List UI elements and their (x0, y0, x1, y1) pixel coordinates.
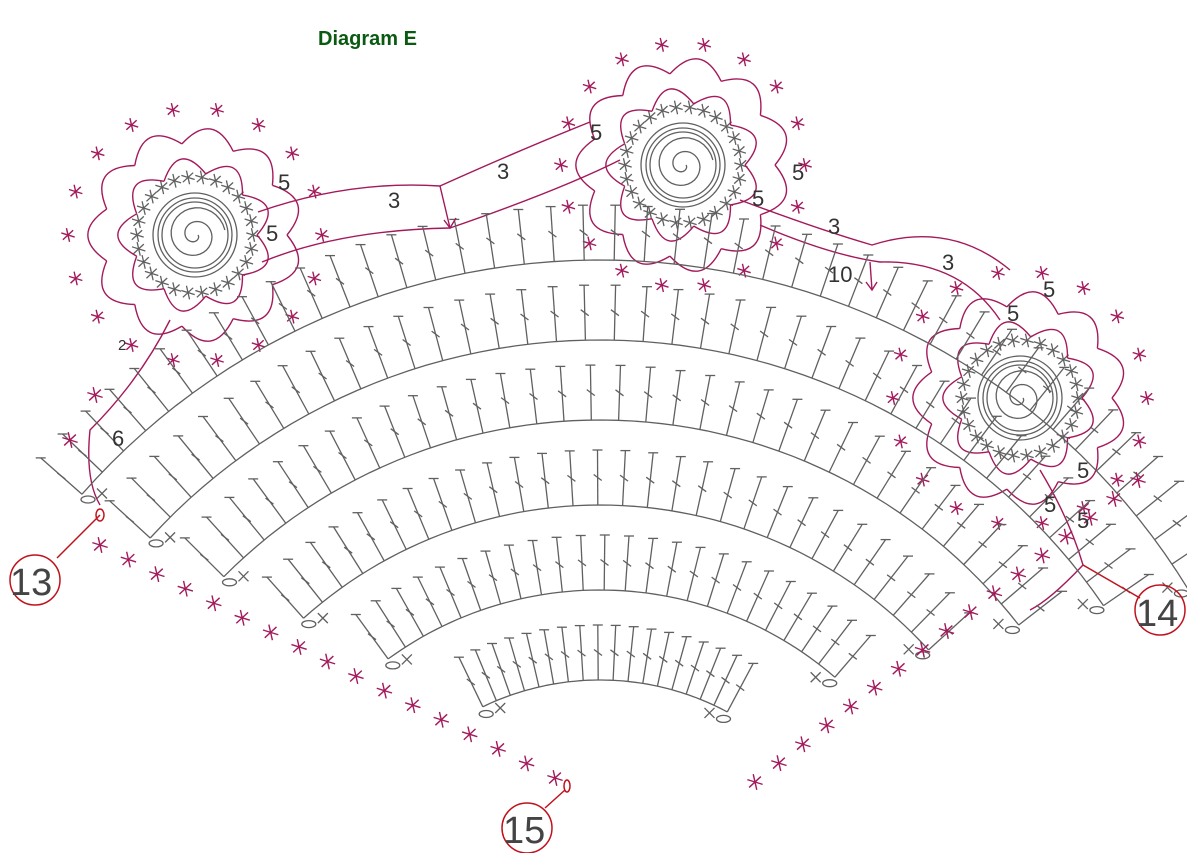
row-number: 5 (266, 221, 278, 246)
rose-motif (130, 171, 259, 300)
row-number: 5 (1077, 458, 1089, 483)
row-number: 5 (590, 120, 602, 145)
fan-row (262, 450, 974, 659)
svg-text:14: 14 (1136, 593, 1178, 635)
fan-row (36, 205, 1187, 597)
marker-15: 15 (502, 780, 570, 853)
chain-connector (1030, 470, 1083, 610)
petal-ring (554, 38, 811, 292)
fan-row (454, 625, 758, 722)
arrow-icon (866, 262, 877, 290)
row-number: 5 (752, 186, 764, 211)
row-number: 3 (942, 250, 954, 275)
row-number: 3 (388, 188, 400, 213)
petal-outlines (61, 38, 1153, 610)
row-number: 3 (497, 159, 509, 184)
chain-connector (262, 160, 620, 262)
chain-connector (740, 200, 1010, 270)
row-number: 5 (278, 170, 290, 195)
row-number: 10 (828, 262, 852, 287)
rose-motif (618, 101, 747, 230)
chain-connector (258, 122, 590, 212)
row-number: 5 (1044, 492, 1056, 517)
row-number: 6 (112, 426, 124, 451)
arrow-icon (440, 186, 456, 228)
row-number: 5 (1077, 508, 1089, 533)
petal-ring (886, 266, 1153, 530)
svg-text:15: 15 (503, 810, 545, 852)
marker-14: 14 (1083, 565, 1185, 635)
fan-rows (36, 205, 1187, 722)
row-number: 5 (1043, 277, 1055, 302)
marker-13: 13 (10, 509, 104, 605)
svg-text:13: 13 (10, 562, 52, 604)
petal-ring (61, 103, 328, 367)
row-number: 3 (828, 214, 840, 239)
row-number: 2 (118, 337, 126, 354)
row-number: 5 (792, 160, 804, 185)
row-number: 5 (1007, 301, 1019, 326)
